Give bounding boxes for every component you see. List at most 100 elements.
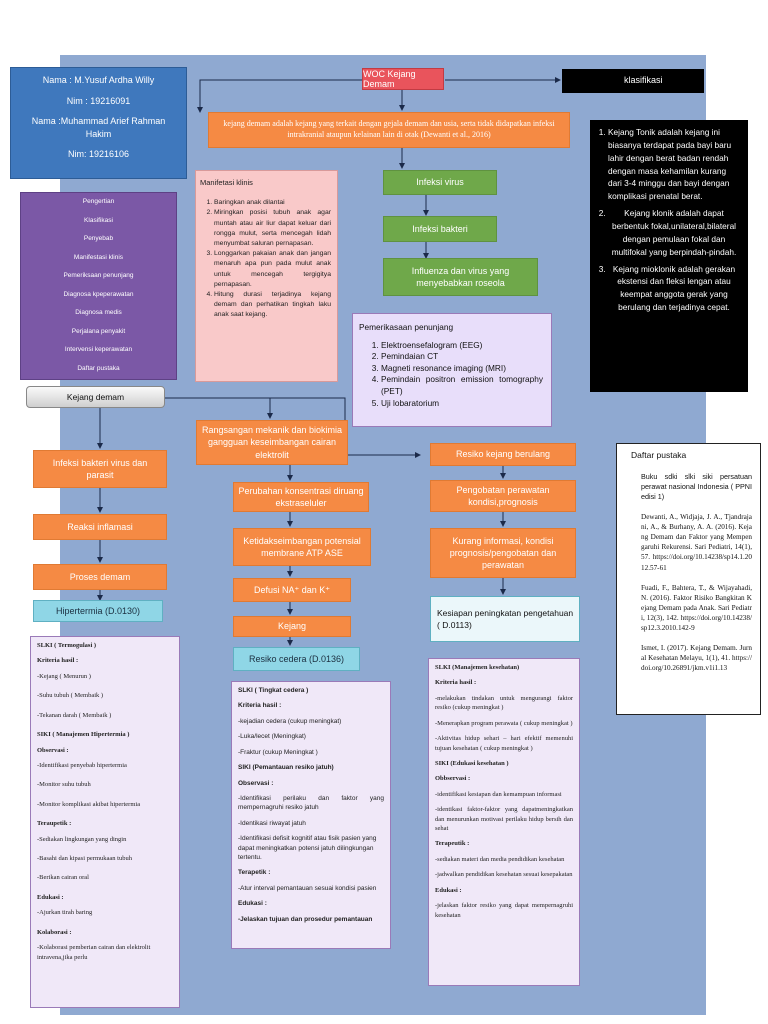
manifestasi-item: Miringkan posisi tubuh anak agar muntah … [214, 208, 331, 249]
klasifikasi-item: Kejang Tonik adalah kejang ini biasanya … [608, 126, 740, 203]
ir-k3: -Aktivitas hidup sehari – hari efektif m… [435, 735, 573, 752]
ir-kriteria: Kriteria hasil : [435, 679, 477, 687]
il-t3: -Berikan cairan oral [37, 874, 89, 882]
mid-defusi: Defusi NA⁺ dan K⁺ [233, 578, 351, 602]
menu-item-diagnosa-keperawatan[interactable]: Diagnosa kpeperawatan [63, 290, 134, 298]
penunjang-item: Magneti resonance imaging (MRI) [381, 363, 543, 375]
ir-t2: -jadwalkan pendidikan kesehatan sesuai k… [435, 871, 573, 879]
il-ter: Teraupetik : [37, 820, 72, 828]
penunjang-item: Uji lobaratorium [381, 398, 543, 410]
mid-defusi-text: Defusi NA⁺ dan K⁺ [253, 584, 331, 595]
mid-diagnosis-text: Resiko cedera (D.0136) [248, 654, 345, 664]
ir-slki: SLKI (Manajemen kesehatan) [435, 664, 520, 671]
identity-nim2: Nim: 19216106 [67, 149, 130, 160]
identity-box: Nama : M.Yusuf Ardha Willy Nim : 1921609… [10, 67, 187, 179]
left-inflamasi: Reaksi inflamasi [33, 514, 167, 540]
im-siki: SIKI (Pemantauan resiko jatuh) [238, 764, 334, 772]
menu-item-intervensi[interactable]: Intervensi keperawatan [64, 346, 133, 353]
manifestasi-title: Manifetasi klinis [200, 178, 253, 187]
im-obs: Observasi : [238, 779, 274, 787]
il-k3: -Tekanan darah ( Membaik ) [37, 711, 112, 719]
pustaka-ref: Ismet, I. (2017). Kejang Demam. Jurnal K… [641, 643, 752, 673]
mid-ketidakseimbangan-text: Ketidakseimbangan potensial membrane ATP… [243, 535, 361, 558]
manifestasi-box: Manifetasi klinis Baringkan anak dilanta… [195, 170, 338, 382]
penunjang-item: Pemindain positron emission tomography (… [381, 374, 543, 397]
pustaka-ref: Buku sdki slki siki persatuan perawat na… [641, 471, 752, 502]
identity-name1: Nama : M.Yusuf Ardha Willy [42, 75, 155, 85]
pustaka-ref: Fuadi, F., Bahtera, T., & Wijayahadi, N.… [641, 583, 752, 632]
ir-ter: Terapeutik : [435, 840, 470, 848]
il-siki: SIKI ( Manajemen Hipertermia ) [37, 731, 130, 739]
manifestasi-item: Baringkan anak dilantai [214, 198, 331, 208]
mid-kejang-text: Kejang [277, 621, 307, 632]
right-pengobatan: Pengobatan perawatan kondisi,prognosis [430, 480, 576, 512]
menu-item-pustaka[interactable]: Daftar pustaka [77, 364, 120, 372]
left-inflamasi-text: Reaksi inflamasi [67, 521, 133, 532]
im-o1: -Identifikasi perilaku dan faktor yang m… [238, 794, 384, 812]
menu-item-penyebab[interactable]: Penyebab [83, 235, 114, 242]
right-pengobatan-text: Pengobatan perawatan kondisi,prognosis [456, 484, 550, 507]
menu-item-klasifikasi[interactable]: Klasifikasi [84, 216, 113, 224]
klasifikasi-item: Kejang klonik adalah dapat berbentuk fok… [608, 207, 740, 258]
mid-ketidakseimbangan: Ketidakseimbangan potensial membrane ATP… [233, 528, 371, 566]
intervensi-right: SLKI (Manajemen kesehatan) Kriteria hasi… [428, 658, 580, 986]
right-diagnosis-text: Kesiapan peningkatan pengetahuan ( D.011… [437, 608, 574, 631]
right-diagnosis: Kesiapan peningkatan pengetahuan ( D.011… [430, 596, 580, 642]
ir-k2: -Menerapkan program perawata ( cukup men… [435, 719, 573, 727]
im-ter: Terapetik : [238, 869, 271, 877]
il-k2: -Suhu tubuh ( Membaik ) [37, 692, 104, 700]
kejang-demam-node: Kejang demam [26, 386, 165, 408]
im-o3: -Identifikasi defisit kognitif atau fisi… [238, 835, 377, 862]
cause-infeksi-bakteri-text: Infeksi bakteri [412, 223, 468, 234]
mid-rangsangan: Rangsangan mekanik dan biokimia gangguan… [196, 420, 348, 465]
pustaka-ref: Dewanti, A., Widjaja, J. A., Tjandrajani… [641, 513, 752, 572]
left-diagnosis: Hipertermia (D.0130) [33, 600, 163, 622]
il-c1: -Kolaborasi pemberian cairan dan elektro… [37, 944, 151, 961]
im-t1: -Atur interval pemantauan sesuai kondisi… [238, 884, 377, 892]
right-kurang: Kurang informasi, kondisi prognosis/peng… [430, 528, 576, 578]
manifestasi-item: Longgarkan pakaian anak dan jangan menar… [214, 249, 331, 290]
mid-perubahan-text: Perubahan konsentrasi diruang ekstraselu… [238, 485, 364, 508]
im-k1: -kejadian cedera (cukup meningkat) [238, 717, 342, 725]
il-e1: -Ajurkan tirah baring [37, 909, 93, 917]
im-k3: -Fraktur (cukup Meningkat ) [238, 748, 318, 756]
im-k2: -Luka/lecet (Meningkat) [238, 733, 306, 741]
il-edu: Edukasi : [37, 893, 64, 901]
cause-infeksi-virus-text: Infeksi virus [416, 177, 464, 188]
menu-item-pemeriksaan[interactable]: Pemeriksaan penunjang [63, 272, 134, 279]
left-diagnosis-text: Hipertermia (D.0130) [55, 606, 141, 616]
intervensi-left: SLKI ( Termogulasi ) Kriteria hasil : -K… [30, 636, 180, 1008]
left-proses: Proses demam [33, 564, 167, 590]
il-slki: SLKI ( Termogulasi ) [37, 642, 97, 649]
cause-influenza: Influenza dan virus yang menyebabkan ros… [383, 258, 538, 296]
ir-k1: -melakukan tindakan untuk mengurangi fak… [435, 694, 573, 712]
mid-diagnosis: Resiko cedera (D.0136) [233, 647, 360, 671]
menu-item-perjalanan[interactable]: Perjalana penyakit [71, 327, 126, 335]
nav-menu: Pengertian Klasifikasi Penyebab Manifest… [20, 192, 177, 380]
im-o2: -Identikasi riwayat jatuh [238, 819, 306, 827]
menu-item-diagnosa-medis[interactable]: Diagnosa medis [75, 309, 122, 316]
im-edu: Edukasi : [238, 900, 267, 908]
menu-item-pengertian[interactable]: Pengertian [82, 198, 115, 205]
cause-infeksi-virus: Infeksi virus [383, 170, 497, 195]
il-t2: -Basahi dan kipasi permukaan tubuh [37, 855, 132, 863]
penunjang-box: Pemerikasaan penunjang Elektroensefalogr… [352, 313, 552, 427]
il-obs: Observasi : [37, 746, 69, 754]
cause-influenza-text: Influenza dan virus yang menyebabkan ros… [411, 265, 510, 288]
diagram-title-text: WOC Kejang Demam [363, 69, 416, 89]
identity-nim1: Nim : 19216091 [66, 95, 131, 106]
menu-item-manifestasi[interactable]: Manifestasi klinis [73, 253, 124, 261]
mid-perubahan: Perubahan konsentrasi diruang ekstraselu… [233, 482, 369, 512]
klasifikasi-title: klasifikasi [562, 69, 704, 93]
il-o1: -Identifikasi penyebab hipertermia [37, 761, 127, 769]
intervensi-mid: SLKI ( Tingkat cedera ) Kriteria hasil :… [231, 681, 391, 949]
right-resiko: Resiko kejang berulang [430, 443, 576, 466]
right-kurang-text: Kurang informasi, kondisi prognosis/peng… [449, 535, 557, 571]
definition-box: kejang demam adalah kejang yang terkait … [208, 112, 570, 148]
il-k1: -Kejang ( Menurun ) [37, 672, 91, 680]
il-kol: Kolaborasi : [37, 928, 72, 936]
il-o3: -Monitor komplikasi akibat hipertermia [37, 800, 141, 808]
cause-infeksi-bakteri: Infeksi bakteri [383, 216, 497, 242]
ir-edu: Edukasi : [435, 886, 462, 894]
